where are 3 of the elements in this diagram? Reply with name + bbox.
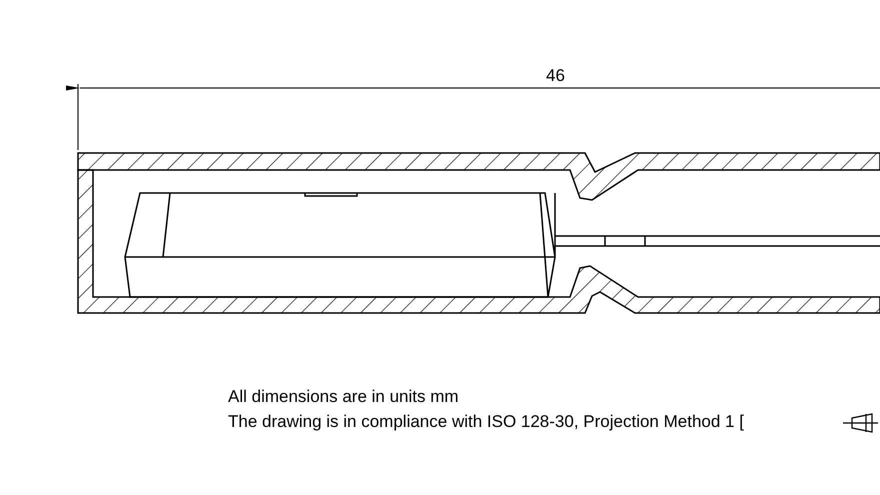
note-text: All dimensions are in units mm <box>228 387 459 407</box>
dimension-value: 46 <box>546 66 565 86</box>
note-text: The drawing is in compliance with ISO 128-30, Projection Method 1 [ <box>228 412 744 432</box>
